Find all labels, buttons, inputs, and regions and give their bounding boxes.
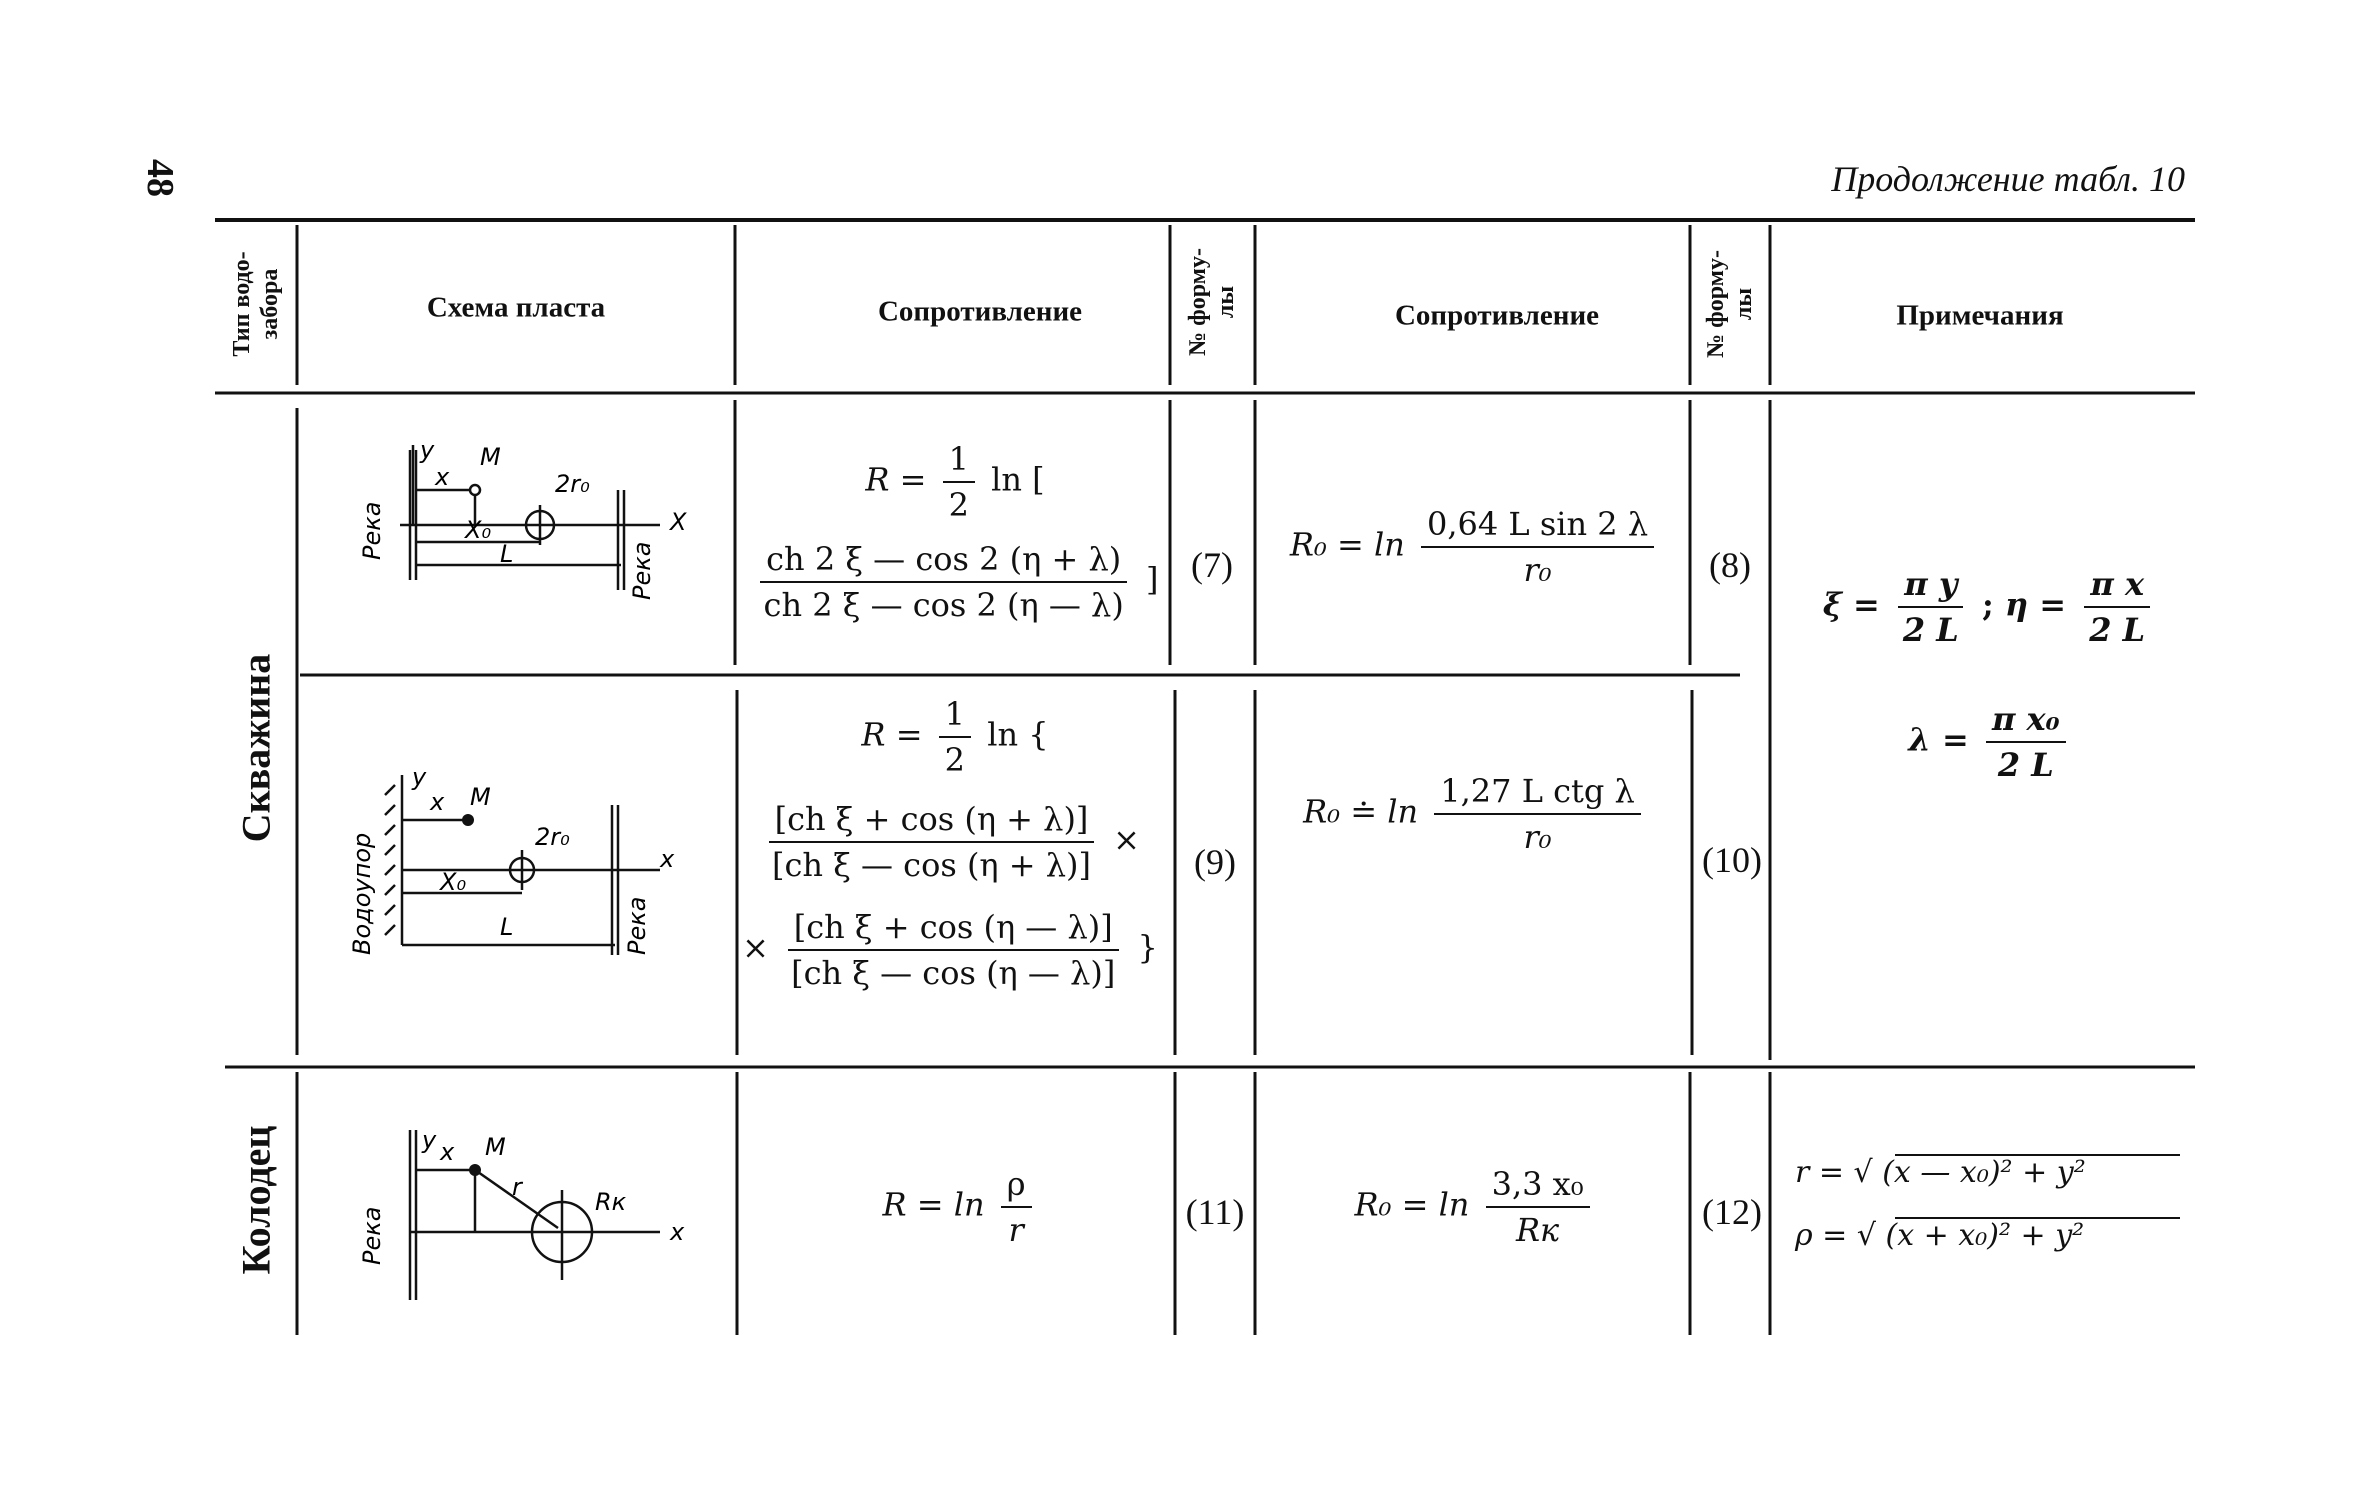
formula-10-num: 1,27 L ctg λ [1434, 772, 1641, 815]
diagram-2-y: y [411, 763, 427, 791]
diagram-3-river: Река [358, 1207, 386, 1265]
diagram-1-2r0: 2r₀ [555, 470, 590, 498]
diagram-2-X: x [659, 845, 675, 873]
formula-7-number: (7) [1191, 545, 1233, 585]
diagram-1-X: X [668, 508, 687, 536]
formula-9-ln: ln { [987, 715, 1049, 754]
diagram-1-river-right: Река [628, 542, 656, 600]
diagram-2-point-M [462, 814, 474, 826]
formula-7-den: ch 2 ξ — cos 2 (η — λ) [763, 586, 1124, 624]
header-schema: Схема пласта [426, 291, 606, 324]
formula-7-coef-num: 1 [942, 440, 975, 483]
formula-10-number: (10) [1702, 840, 1762, 880]
diagram-3-x: x [439, 1138, 455, 1166]
diagram-2-M: M [470, 783, 491, 811]
continuation-caption: Продолжение табл. 10 [1831, 159, 2185, 199]
diagram-2-aquiclude: Водоупор [348, 833, 376, 955]
diagram-well-aquiclude-river: y x M 2r₀ X₀ L x Водоупор Река [348, 763, 675, 955]
formula-8-number: (8) [1709, 545, 1751, 585]
diagram-3-X: x [669, 1218, 685, 1246]
note-eta-lhs: η = [2004, 585, 2067, 624]
formula-9-coef-num: 1 [938, 695, 972, 738]
diagram-2-x: x [429, 788, 445, 816]
formula-7-ln: ln [ [991, 460, 1045, 499]
formula-9-number: (9) [1194, 842, 1236, 882]
formula-11-number: (11) [1185, 1192, 1245, 1232]
note-xi-den: 2 L [1902, 611, 1959, 649]
header-resistance-1: Сопротивление [877, 295, 1083, 328]
formula-9-num-1: [ch ξ + cos (η + λ)] [768, 800, 1095, 843]
note-r-equation: r = √ (x — x₀)² + y² [1795, 1155, 2086, 1190]
diagram-1-river-left: Река [358, 502, 386, 560]
formula-11-num: ρ [1000, 1165, 1032, 1208]
diagram-2-L: L [500, 913, 513, 941]
diagram-3-M: M [485, 1133, 506, 1161]
note-sep: ; [1981, 585, 1994, 624]
diagram-3-point-M [469, 1164, 481, 1176]
note-lambda-num: π x₀ [1985, 700, 2066, 743]
formula-8-num: 0,64 L sin 2 λ [1421, 505, 1655, 548]
formula-9-lhs: R = [861, 715, 923, 754]
formula-10-lhs: R₀ ≐ ln [1303, 792, 1419, 831]
formula-11-den: r [1008, 1211, 1024, 1249]
diagram-1-y: y [419, 436, 435, 464]
diagram-2-x0: X₀ [438, 868, 466, 896]
formula-12-lhs: R₀ = ln [1354, 1185, 1470, 1224]
note-xi-num: π y [1898, 565, 1964, 608]
formula-12-den: Rк [1515, 1211, 1560, 1249]
formula-11-lhs: R = ln [882, 1185, 985, 1224]
formula-9-den-2: [ch ξ — cos (η — λ)] [791, 954, 1116, 992]
diagram-well-two-rivers: y M x 2r₀ X₀ L X Река Река [358, 436, 687, 600]
diagram-2-2r0: 2r₀ [535, 823, 570, 851]
formula-9-den-1: [ch ξ — cos (η + λ)] [772, 846, 1091, 884]
diagram-1-x: x [434, 463, 450, 491]
formula-8-den: r₀ [1523, 551, 1552, 589]
diagram-3-r: r [512, 1173, 524, 1201]
formula-7-num: ch 2 ξ — cos 2 (η + λ) [760, 540, 1128, 583]
formula-12-num: 3,3 x₀ [1485, 1165, 1590, 1208]
formula-9-line-2: [ch ξ + cos (η + λ)][ch ξ — cos (η + λ)]… [740, 800, 1160, 884]
header-resistance-2: Сопротивление [1394, 299, 1600, 332]
diagram-1-M: M [480, 443, 501, 471]
formula-9-times-1: × [1113, 820, 1140, 859]
formula-9-times-2: × [742, 928, 769, 967]
formula-9-close: } [1137, 928, 1158, 967]
diagram-3-y: y [421, 1126, 437, 1154]
formula-12-number: (12) [1702, 1192, 1762, 1232]
formula-7-coef-den: 2 [948, 486, 969, 524]
note-xi-lhs: ξ = [1822, 585, 1880, 624]
formula-9-line-3: × [ch ξ + cos (η — λ)][ch ξ — cos (η — λ… [740, 908, 1160, 992]
note-lambda-den: 2 L [1997, 746, 2054, 784]
header-notes: Примечания [1896, 299, 2064, 332]
formula-7-line-2: ch 2 ξ — cos 2 (η + λ)ch 2 ξ — cos 2 (η … [750, 540, 1160, 624]
formula-7-close: ] [1145, 560, 1159, 599]
formula-9-coef-den: 2 [944, 741, 966, 779]
diagram-3-Rk: Rк [595, 1188, 627, 1216]
formula-7-lhs: R = [865, 460, 927, 499]
note-lambda-lhs: λ = [1908, 720, 1969, 759]
formula-8-lhs: R₀ = ln [1289, 525, 1405, 564]
diagram-1-x0: X₀ [463, 516, 491, 544]
note-eta-num: π x [2084, 565, 2151, 608]
formula-9-num-2: [ch ξ + cos (η — λ)] [787, 908, 1119, 951]
formula-10-den: r₀ [1523, 818, 1552, 856]
diagram-1-L: L [500, 540, 513, 568]
note-rho-equation: ρ = √ (x + x₀)² + y² [1795, 1218, 2085, 1253]
diagram-2-river: Река [623, 897, 651, 955]
diagram-shaft-river: y x M r Rк x Река [358, 1126, 685, 1300]
note-eta-den: 2 L [2089, 611, 2146, 649]
